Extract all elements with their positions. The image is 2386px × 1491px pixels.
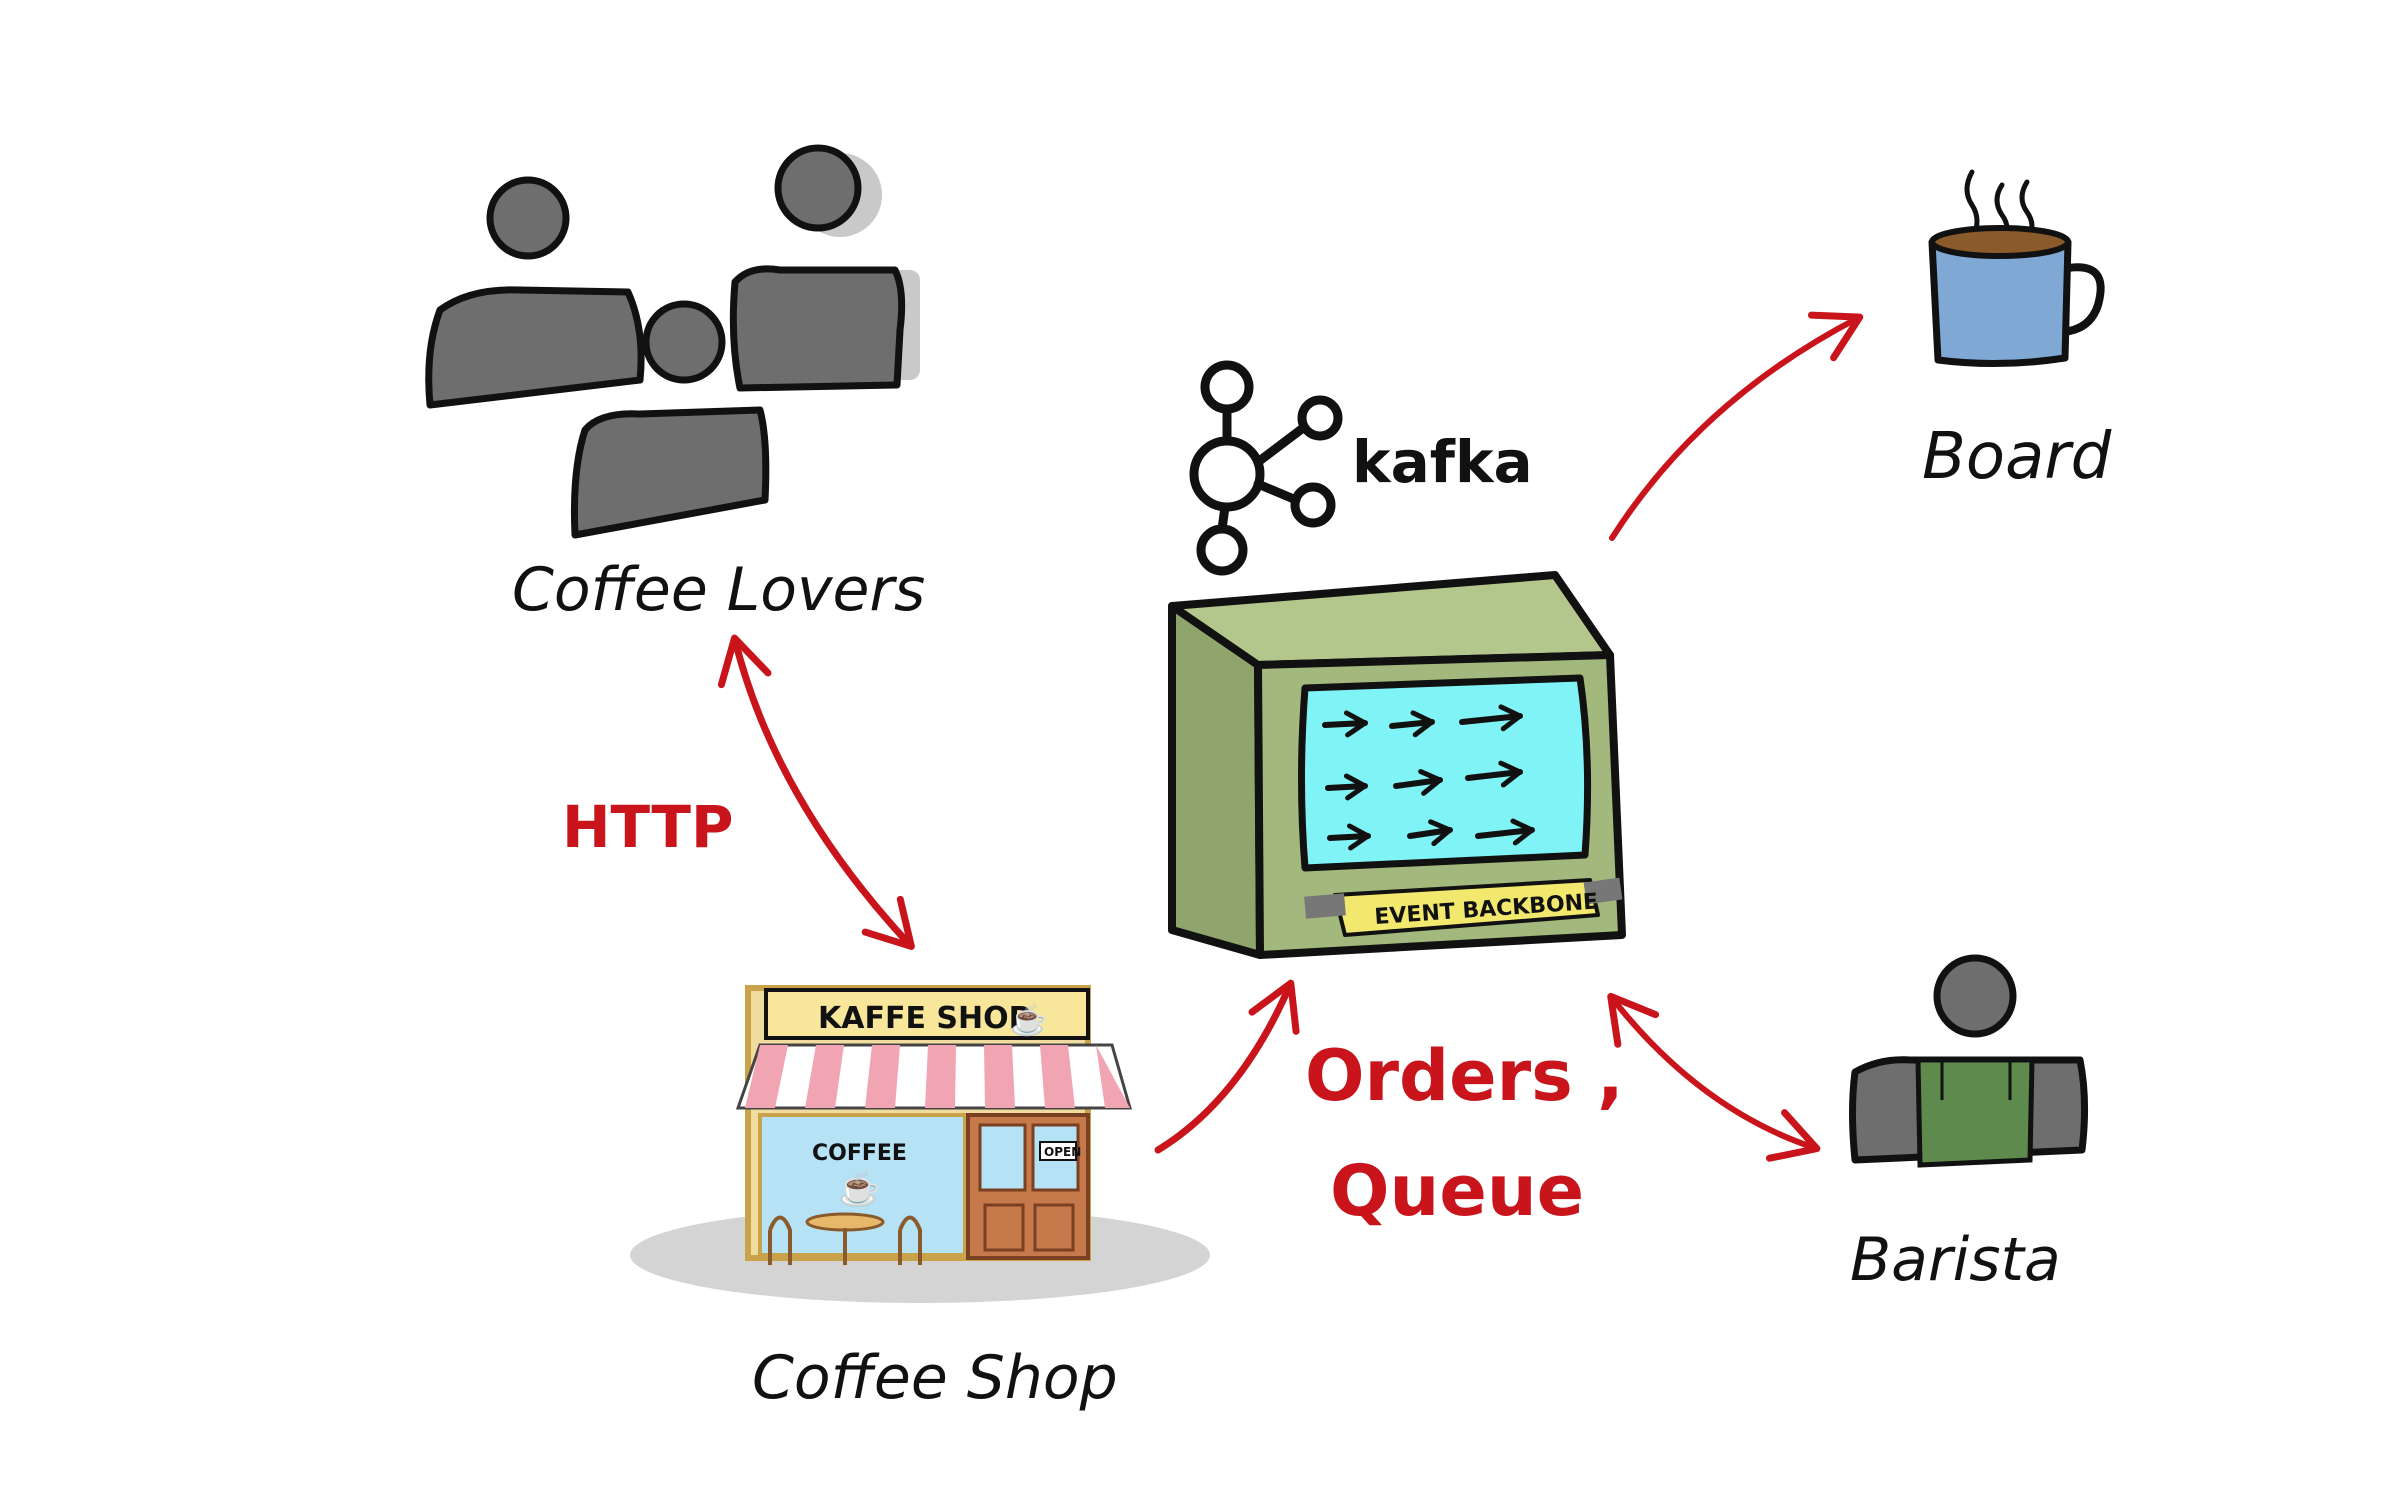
orders-queue-edge: Orders , Queue: [1154, 979, 1624, 1232]
orders-label: Orders ,: [1305, 1035, 1624, 1117]
orders-queue-arrow: [1154, 979, 1300, 1154]
http-arrow: [717, 634, 915, 950]
http-label: HTTP: [562, 793, 734, 861]
awning: [735, 1043, 1132, 1110]
coffee-mug-icon: [1928, 169, 2105, 368]
coffee-lovers-label: Coffee Lovers: [512, 555, 925, 625]
kafka-logo: kafka: [1189, 360, 1533, 576]
apron: [1915, 1057, 2035, 1168]
barista-node: Barista: [1849, 954, 2089, 1295]
board-label: Board: [1922, 420, 2112, 494]
http-edge: HTTP: [562, 634, 915, 950]
shop-sign-text: KAFFE SHOP: [818, 1001, 1031, 1036]
coffee-cup-sign-icon: ☕: [1010, 1001, 1047, 1037]
coffee-shop-icon: KAFFE SHOP ☕ COFFEE ☕: [630, 985, 1210, 1303]
window-cup-icon: ☕: [838, 1168, 880, 1208]
kafka-text: kafka: [1352, 428, 1533, 496]
door-open-sign: OPEN: [1044, 1145, 1081, 1159]
shop-window-text: COFFEE: [812, 1141, 907, 1166]
barista-label: Barista: [1850, 1225, 2061, 1295]
barista-arrow: [1607, 992, 1821, 1162]
kafka-box-icon: EVENT BACKBONE: [1168, 571, 1626, 959]
coffee-shop-label: Coffee Shop: [752, 1343, 1118, 1413]
coffee-lovers-node: Coffee Lovers: [425, 144, 925, 625]
board-node: Board: [1922, 169, 2112, 494]
barista-person-icon: [1849, 954, 2089, 1168]
people-group-icon: [425, 144, 920, 539]
coffee-shop-node: KAFFE SHOP ☕ COFFEE ☕: [630, 985, 1210, 1413]
board-arrow: [1609, 311, 1864, 541]
event-backbone-node: EVENT BACKBONE: [1168, 571, 1626, 959]
queue-label: Queue: [1330, 1150, 1584, 1232]
event-flow-arrows: [1322, 704, 1535, 851]
kafka-icon: [1189, 360, 1343, 576]
board-edge: [1609, 311, 1864, 541]
barista-edge: [1607, 992, 1821, 1162]
